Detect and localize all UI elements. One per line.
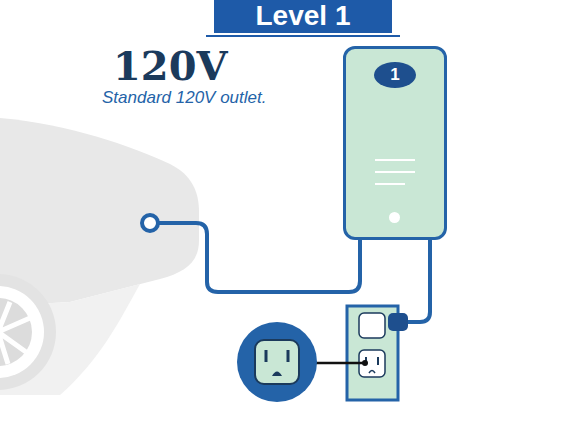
charge-cable bbox=[158, 223, 360, 292]
wheel-hub bbox=[0, 298, 32, 366]
zoom-ground bbox=[272, 372, 282, 377]
zoom-circle bbox=[237, 322, 317, 402]
lower-socket bbox=[359, 350, 385, 377]
charger-unit: 1 bbox=[343, 46, 447, 240]
wall-plug bbox=[388, 313, 408, 331]
vehicle-plug bbox=[142, 215, 158, 231]
zoom-outlet-face bbox=[255, 340, 299, 384]
screen-line bbox=[375, 171, 415, 173]
tire bbox=[0, 286, 44, 378]
title-text: Level 1 bbox=[214, 0, 392, 33]
voltage-label: 120V bbox=[113, 42, 228, 89]
zoom-slots bbox=[266, 350, 288, 362]
charger-button bbox=[389, 212, 400, 223]
screen-line bbox=[375, 159, 415, 161]
upper-socket bbox=[359, 313, 385, 338]
outlet-caption: Standard 120V outlet. bbox=[102, 88, 266, 108]
wheel-spokes bbox=[0, 302, 30, 364]
car-body bbox=[0, 118, 199, 306]
title-banner bbox=[214, 0, 392, 33]
socket-ground bbox=[369, 371, 375, 374]
zoom-leader bbox=[316, 362, 365, 365]
power-cord bbox=[406, 235, 430, 322]
title-rule bbox=[206, 35, 400, 37]
badge-number: 1 bbox=[374, 62, 416, 88]
wheel-arch bbox=[0, 274, 56, 390]
screen-line bbox=[375, 183, 405, 185]
zoom-dot bbox=[362, 360, 368, 366]
